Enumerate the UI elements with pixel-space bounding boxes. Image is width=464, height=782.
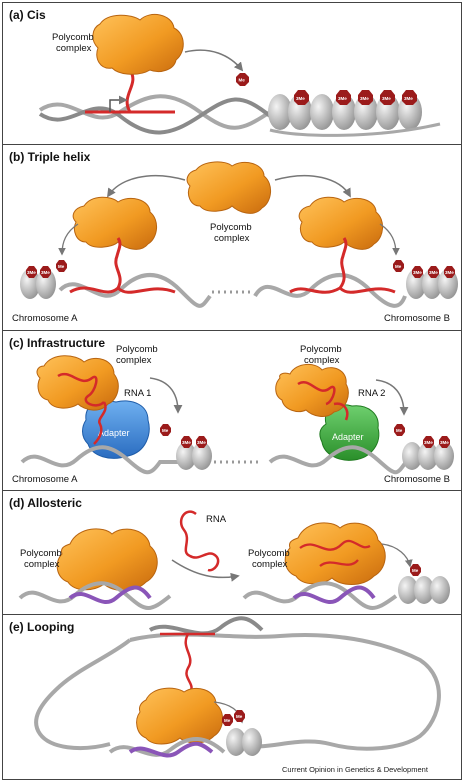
svg-text:3Me: 3Me <box>429 270 438 275</box>
panel-a: (a) Cis Polycomb complex Me 3 <box>9 8 441 137</box>
chromosome-b-label: Chromosome B <box>384 474 450 485</box>
chromosome-a-label: Chromosome A <box>12 474 78 485</box>
methyl-marks-b: Me 3Me 3Me Me 3Me 3Me 3Me <box>26 260 455 278</box>
svg-text:3Me: 3Me <box>382 96 391 101</box>
complex-label-line2: complex <box>56 43 92 54</box>
complex-left-line2: complex <box>24 559 60 570</box>
nucleosomes-e <box>226 728 262 756</box>
svg-text:3Me: 3Me <box>41 270 50 275</box>
complex-left-line2: complex <box>116 355 152 366</box>
polycomb-complex-right <box>298 196 383 250</box>
panel-d-title: (d) Allosteric <box>9 496 82 510</box>
svg-text:3Me: 3Me <box>197 440 206 445</box>
svg-text:Me: Me <box>412 568 419 573</box>
rna-1-label: RNA 1 <box>124 388 151 399</box>
complex-left-line1: Polycomb <box>116 344 158 355</box>
polycomb-complex <box>92 13 184 75</box>
polycomb-complex-right <box>284 522 386 585</box>
complex-left-line1: Polycomb <box>20 548 62 559</box>
svg-text:3Me: 3Me <box>338 96 347 101</box>
bound-rna <box>299 539 371 567</box>
flow-arrow-right-down <box>379 223 400 256</box>
flow-arrow-right <box>274 174 351 198</box>
adapter-right <box>319 404 380 461</box>
complex-right-line2: complex <box>252 559 288 570</box>
complex-right-line1: Polycomb <box>300 344 342 355</box>
dna-helix-right <box>253 273 407 308</box>
panel-c-title: (c) Infrastructure <box>9 336 105 350</box>
svg-text:Me: Me <box>395 264 402 269</box>
panel-c: (c) Infrastructure Adapter Polycomb comp… <box>9 336 454 485</box>
dna-helix <box>38 94 272 135</box>
svg-text:3Me: 3Me <box>182 440 191 445</box>
panel-d: (d) Allosteric RNA Polycomb complex Poly… <box>9 496 450 610</box>
transcription-start-arrow <box>109 95 128 112</box>
polycomb-complex-left <box>36 355 119 411</box>
complex-label-line2: complex <box>214 233 250 244</box>
adapter-left-label: Adapter <box>98 428 130 438</box>
single-methyl-mark: Me <box>236 73 249 86</box>
panel-e: (e) Looping Me Me Current Opinion in Gen… <box>9 616 441 774</box>
panel-b-title: (b) Triple helix <box>9 150 91 164</box>
trimethyl-marks: 3Me 3Me 3Me 3Me 3Me <box>294 90 417 105</box>
flow-arrow-right <box>375 379 409 416</box>
svg-text:3Me: 3Me <box>440 440 449 445</box>
svg-text:3Me: 3Me <box>413 270 422 275</box>
panel-b: (b) Triple helix Polycomb complex <box>9 150 458 324</box>
svg-text:Me: Me <box>236 714 243 719</box>
svg-text:3Me: 3Me <box>424 440 433 445</box>
rna-strand <box>160 632 215 693</box>
chromosome-a-label: Chromosome A <box>12 313 78 324</box>
complex-right-line1: Polycomb <box>248 548 290 559</box>
polycomb-complex-left <box>56 528 158 591</box>
panel-a-title: (a) Cis <box>9 8 46 22</box>
svg-text:Me: Me <box>162 428 169 433</box>
rna-1-strand <box>57 372 107 445</box>
dna-helix-e <box>108 736 226 758</box>
polycomb-complex-right <box>275 364 349 417</box>
flow-arrow-left <box>107 174 186 198</box>
flow-arrow-right <box>381 543 413 568</box>
svg-text:Me: Me <box>224 718 231 723</box>
free-rna <box>179 510 220 572</box>
rna-2-label: RNA 2 <box>358 388 385 399</box>
flow-arrow <box>184 49 244 72</box>
flow-arrow-left <box>149 377 183 414</box>
svg-text:3Me: 3Me <box>360 96 369 101</box>
complex-right-line2: complex <box>304 355 340 366</box>
dna-helix-d <box>18 581 398 610</box>
nucleosomes-c <box>176 442 454 470</box>
svg-text:Me: Me <box>396 428 403 433</box>
methyl-marks-c: Me 3Me 3Me Me 3Me 3Me <box>160 424 450 448</box>
polycomb-complex-center <box>186 161 271 214</box>
flow-arrow <box>171 559 240 582</box>
polycomb-complex <box>136 687 223 745</box>
polycomb-complex-left <box>72 196 157 250</box>
panel-e-title: (e) Looping <box>9 620 74 634</box>
flow-arrow-left-down <box>58 223 79 256</box>
svg-text:3Me: 3Me <box>445 270 454 275</box>
complex-label-line1: Polycomb <box>52 32 94 43</box>
dna-helix-c <box>20 445 408 475</box>
dna-loop <box>34 632 441 751</box>
rna-triplex <box>69 237 396 294</box>
credit-line: Current Opinion in Genetics & Developmen… <box>282 765 429 774</box>
methyl-marks-e: Me Me <box>222 710 245 726</box>
complex-label-line1: Polycomb <box>210 222 252 233</box>
svg-text:3Me: 3Me <box>27 270 36 275</box>
svg-text:Me: Me <box>58 264 65 269</box>
nucleosomes-d <box>398 576 450 604</box>
rna-2-strand <box>297 381 349 421</box>
methyl-marks-d: Me <box>410 564 421 576</box>
chromosome-b-label: Chromosome B <box>384 313 450 324</box>
svg-text:Me: Me <box>239 78 246 83</box>
svg-text:3Me: 3Me <box>404 96 413 101</box>
adapter-right-label: Adapter <box>332 432 364 442</box>
dna-upper-block <box>148 616 264 636</box>
svg-text:3Me: 3Me <box>296 96 305 101</box>
rna-label: RNA <box>206 514 227 525</box>
